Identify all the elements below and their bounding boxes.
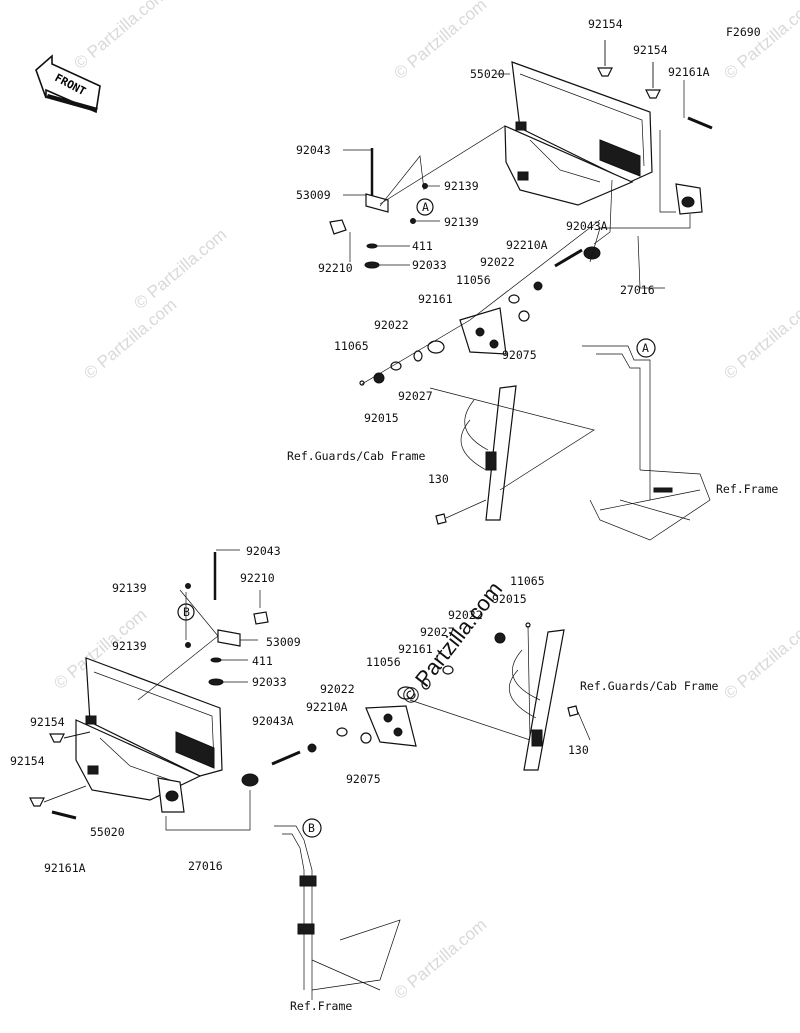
part-label-lower: 92043A	[252, 714, 294, 728]
part-label-lower: 130	[568, 743, 589, 757]
part-label-upper: 27016	[620, 283, 655, 297]
ref-marker-a: A	[642, 341, 649, 355]
part-label-lower: 92161	[398, 642, 433, 656]
part-label-upper: 92139	[444, 215, 479, 229]
part-label-lower: 92022	[448, 608, 483, 622]
part-label-lower: 92027	[420, 625, 455, 639]
part-label-upper: 92210	[318, 261, 353, 275]
part-label-lower: 11056	[366, 655, 401, 669]
figure-id: F2690	[726, 25, 761, 39]
part-label-lower: 53009	[266, 635, 301, 649]
upper-assembly: A A	[329, 40, 713, 541]
part-label-lower: 55020	[90, 825, 125, 839]
watermark-layer: © Partzilla.com © Partzilla.com © Partzi…	[50, 0, 800, 1003]
part-label-upper: 92154	[633, 43, 668, 57]
part-label-lower: 92161A	[44, 861, 86, 875]
part-label-lower: 92022	[320, 682, 355, 696]
watermark: © Partzilla.com	[390, 915, 490, 1003]
part-label-upper: 92161	[418, 292, 453, 306]
part-label-upper: 92022	[374, 318, 409, 332]
part-label-upper: 92043A	[566, 219, 608, 233]
part-label-lower: 92210	[240, 571, 275, 585]
part-label-lower: 11065	[510, 574, 545, 588]
lower-assembly: B B	[29, 549, 591, 1000]
part-label-upper: 55020	[470, 67, 505, 81]
part-label-upper: Ref.Guards/Cab Frame	[287, 449, 426, 463]
watermark: © Partzilla.com	[80, 295, 180, 383]
part-label-upper: 11056	[456, 273, 491, 287]
part-label-lower: 92043	[246, 544, 281, 558]
part-label-upper: 92210A	[506, 238, 548, 252]
ref-marker-b: B	[308, 821, 315, 835]
part-label-upper: 92139	[444, 179, 479, 193]
part-label-upper: 411	[412, 239, 433, 253]
part-label-lower: 92139	[112, 639, 147, 653]
watermark: © Partzilla.com	[720, 295, 800, 383]
part-label-upper: 92033	[412, 258, 447, 272]
part-label-lower: Ref.Frame	[290, 999, 352, 1013]
part-label-lower: 92154	[10, 754, 45, 768]
part-label-lower: 92015	[492, 592, 527, 606]
part-label-upper: 92075	[502, 348, 537, 362]
part-label-upper: 53009	[296, 188, 331, 202]
part-label-upper: 92154	[588, 17, 623, 31]
watermark: © Partzilla.com	[720, 615, 800, 703]
ref-marker-b: B	[183, 605, 190, 619]
part-label-upper: 92015	[364, 411, 399, 425]
part-label-upper: 130	[428, 472, 449, 486]
watermark: © Partzilla.com	[720, 0, 800, 83]
part-label-lower: 27016	[188, 859, 223, 873]
part-label-lower: 92033	[252, 675, 287, 689]
part-label-upper: 11065	[334, 339, 369, 353]
part-label-upper: 92022	[480, 255, 515, 269]
watermark: © Partzilla.com	[130, 225, 230, 313]
part-label-lower: 92139	[112, 581, 147, 595]
part-label-upper: Ref.Frame	[716, 482, 778, 496]
part-label-lower: 92075	[346, 772, 381, 786]
part-label-upper: 92161A	[668, 65, 710, 79]
part-label-lower: 92154	[30, 715, 65, 729]
ref-marker-a: A	[422, 200, 429, 214]
part-label-lower: 92210A	[306, 700, 348, 714]
part-label-lower: 411	[252, 654, 273, 668]
part-label-upper: 92043	[296, 143, 331, 157]
watermark: © Partzilla.com	[70, 0, 170, 73]
part-label-upper: 92027	[398, 389, 433, 403]
part-label-lower: Ref.Guards/Cab Frame	[580, 679, 719, 693]
